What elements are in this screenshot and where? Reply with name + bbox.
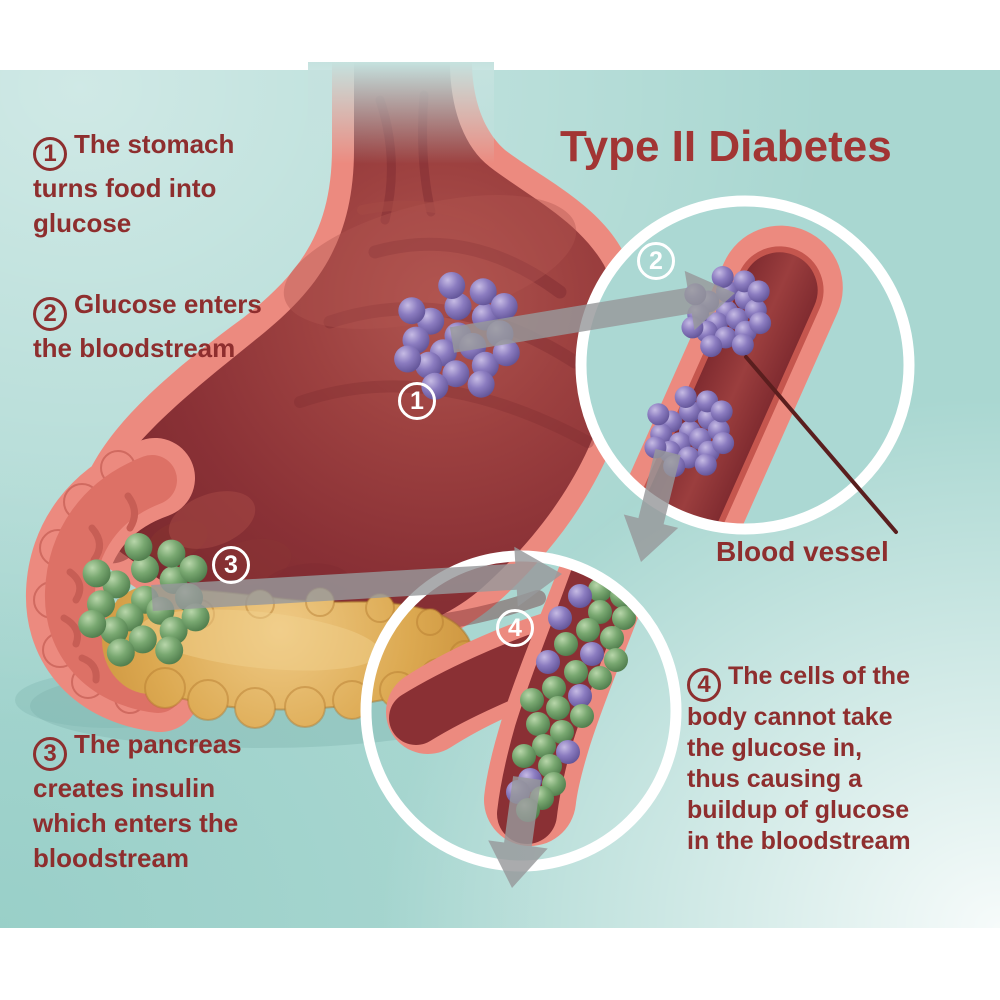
insulin-sphere [124, 533, 153, 561]
glucose-sphere [469, 278, 497, 306]
insulin-sphere [179, 555, 208, 583]
glucose-sphere [674, 386, 697, 408]
insulin-sphere [612, 606, 636, 630]
insulin-sphere [576, 618, 600, 642]
glucose-sphere [711, 266, 734, 288]
flow-arrow [488, 776, 548, 888]
glucose-sphere [398, 297, 426, 325]
step-3-number: 3 [33, 737, 67, 771]
insulin-sphere [532, 734, 556, 758]
insulin-sphere [526, 712, 550, 736]
glucose-sphere [647, 403, 670, 426]
insulin-sphere [512, 744, 536, 768]
glucose-sphere [700, 335, 723, 358]
glucose-sphere [731, 333, 754, 356]
flow-arrow [151, 546, 562, 611]
blood-vessel-pointer-line [744, 355, 898, 534]
glucose-sphere [749, 312, 772, 335]
insulin-sphere [588, 666, 612, 690]
glucose-sphere [556, 740, 580, 764]
glucose-sphere [438, 272, 466, 299]
flow-arrows [151, 270, 735, 888]
glucose-sphere [747, 280, 770, 303]
step-2-number: 2 [33, 297, 67, 331]
insulin-sphere [128, 625, 157, 654]
glucose-sphere [694, 453, 717, 476]
insulin-cluster [78, 533, 210, 667]
insulin-sphere [82, 559, 111, 588]
insulin-sphere [106, 638, 135, 667]
step-2-text: Glucose enters the bloodstream [33, 289, 262, 363]
insulin-sphere [554, 632, 578, 656]
glucose-sphere [415, 351, 443, 379]
step-1-number: 1 [33, 137, 67, 171]
blood-vessel-label: Blood vessel [716, 536, 889, 567]
glucose-sphere [442, 360, 470, 388]
marker-4: 4 [496, 609, 534, 647]
glucose-sphere [444, 293, 472, 320]
glucose-sphere [580, 642, 604, 666]
step-3-text: The pancreas creates insulin which enter… [33, 729, 242, 873]
marker-1: 1 [398, 382, 436, 420]
flow-arrow [449, 270, 735, 353]
glucose-sphere [710, 400, 733, 423]
esophagus-fade [308, 62, 494, 164]
insulin-sphere [570, 704, 594, 728]
glucose-sphere [712, 432, 735, 455]
glucose-sphere [568, 684, 592, 708]
insulin-sphere [78, 610, 107, 638]
marker-2: 2 [637, 242, 675, 280]
glucose-sphere [536, 650, 560, 674]
glucose-sphere [490, 293, 518, 320]
insulin-sphere [538, 754, 562, 778]
glucose-sphere [548, 606, 572, 630]
step-1-text: The stomach turns food into glucose [33, 129, 235, 238]
insulin-sphere [546, 696, 570, 720]
insulin-sphere [157, 539, 186, 568]
flow-arrow [623, 448, 681, 562]
marker-3: 3 [212, 546, 250, 584]
duodenum-ridges [60, 492, 138, 684]
insulin-sphere [564, 660, 588, 684]
step-4-number: 4 [687, 668, 721, 702]
glucose-sphere [492, 339, 520, 367]
insulin-sphere [155, 636, 184, 665]
insulin-sphere [131, 555, 159, 583]
blood-vessel-zoom-circle [575, 195, 915, 535]
insulin-sphere [520, 688, 544, 712]
glucose-sphere [467, 370, 495, 398]
insulin-sphere [550, 720, 574, 744]
insulin-sphere [542, 676, 566, 700]
zoom-ring-2 [575, 195, 915, 535]
insulin-sphere [100, 616, 129, 645]
insulin-sphere [604, 648, 628, 672]
page-title: Type II Diabetes [560, 122, 892, 171]
glucose-sphere [568, 584, 592, 608]
insulin-sphere [588, 600, 612, 624]
glucose-sphere [394, 345, 422, 373]
insulin-sphere [600, 626, 624, 650]
step-4-text: The cells of the body cannot take the gl… [687, 662, 911, 855]
insulin-sphere [181, 603, 210, 632]
